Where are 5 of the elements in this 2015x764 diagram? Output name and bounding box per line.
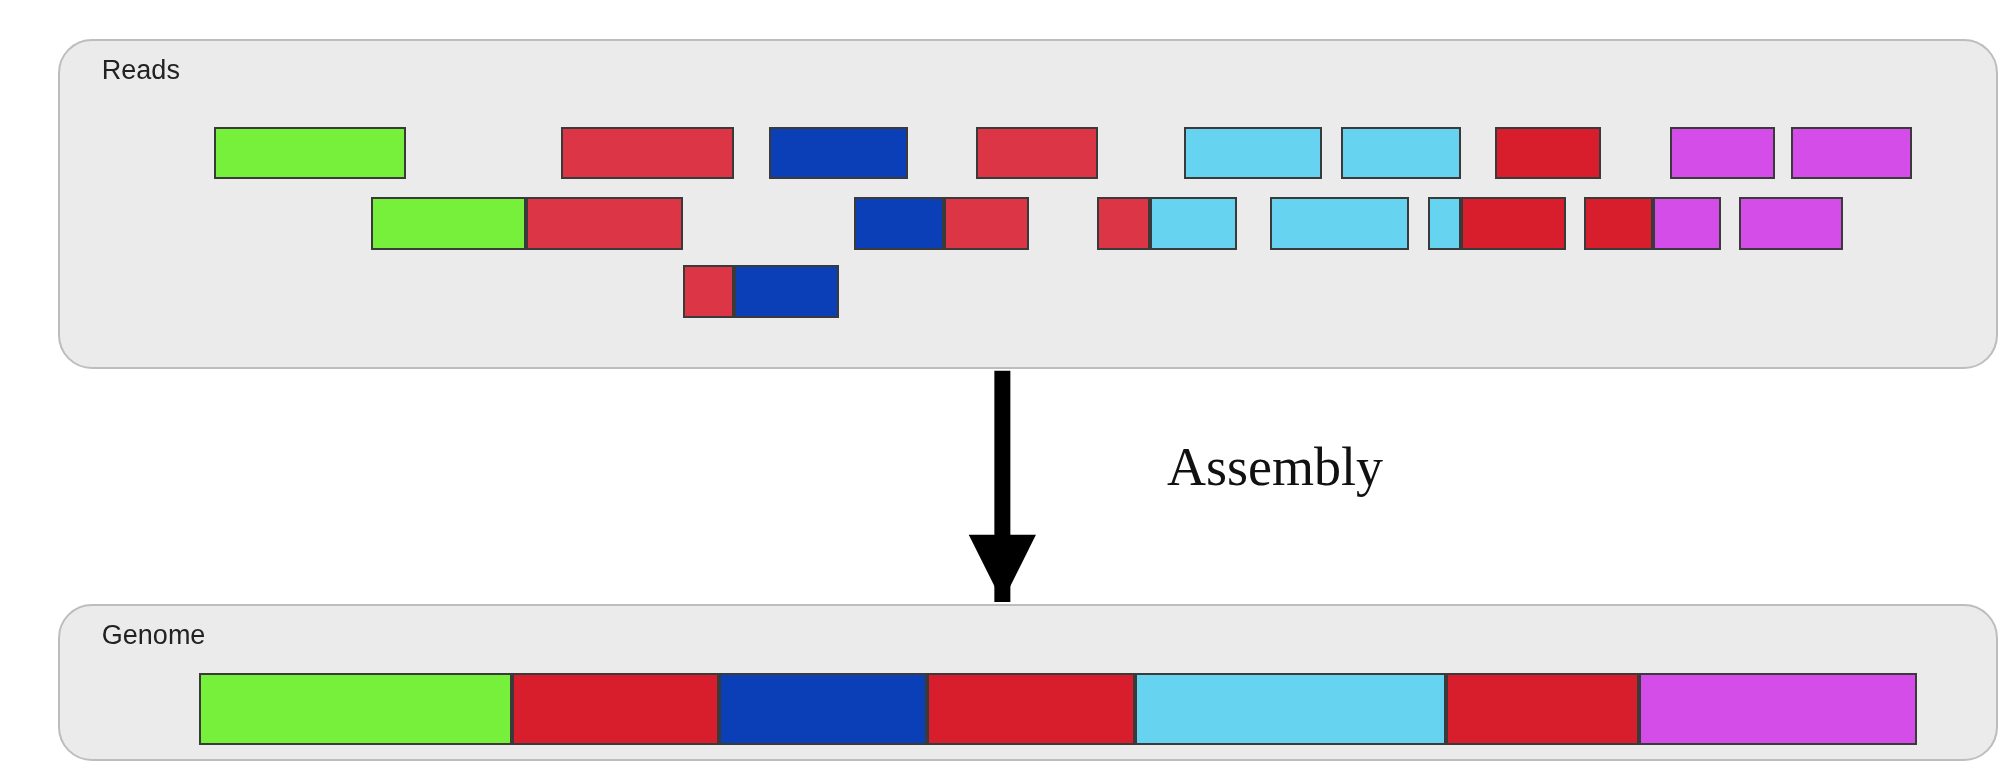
panel-title: Reads: [101, 54, 180, 86]
arrow: [968, 370, 1036, 602]
rounded-panel: [57, 604, 1999, 761]
panel-title: Genome: [101, 620, 206, 651]
rounded-panel: [57, 38, 1999, 369]
